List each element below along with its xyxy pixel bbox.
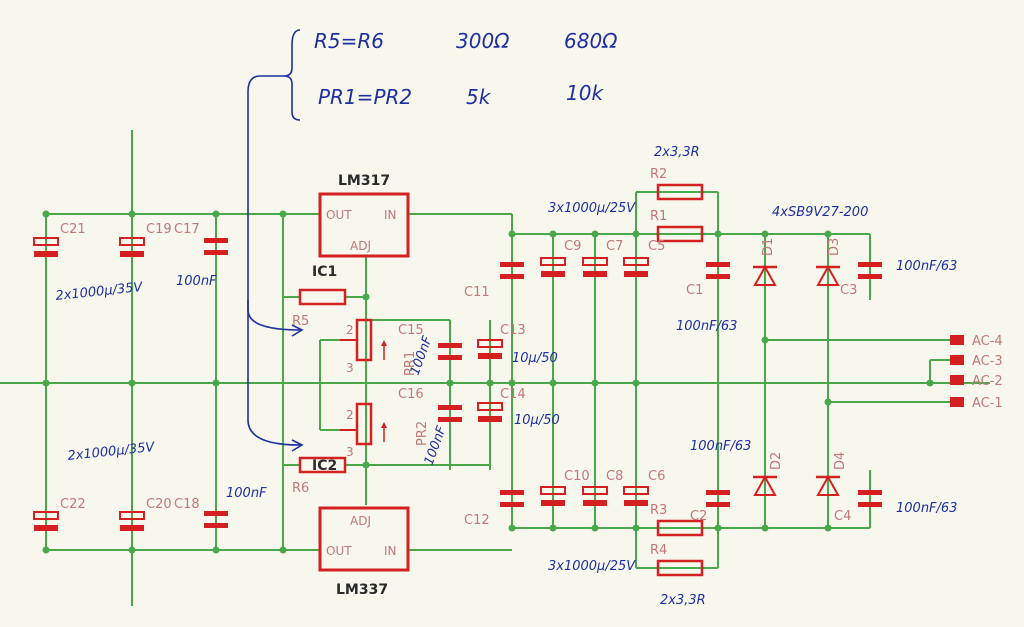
c14-label: C14: [500, 387, 526, 402]
ac-2-label: AC-2: [972, 374, 1003, 389]
arrow-head-top: [291, 324, 304, 337]
resistors: [298, 183, 704, 577]
ac-1-label: AC-1: [972, 396, 1003, 411]
pr2-label: PR2: [415, 421, 430, 446]
ic2-label: IC2: [312, 458, 337, 474]
c6-label: C6: [648, 469, 665, 484]
note-res-bottom: 2x3,3R: [660, 593, 706, 608]
brace-mark: [283, 29, 301, 121]
regulator-lm337: ADJ OUT IN LM337 IC2: [312, 458, 410, 598]
diodes: [753, 264, 840, 496]
c8-label: C8: [606, 469, 623, 484]
arrow-head-bottom: [291, 439, 304, 452]
note-pr-value-a: 5k: [466, 85, 492, 109]
handwritten-notes: R5=R6 300Ω 680Ω PR1=PR2 5k 10k 2x1000µ/3…: [55, 29, 958, 608]
d4-label: D4: [833, 452, 848, 470]
note-c14-value: 10µ/50: [514, 413, 560, 428]
pin-adj-label: ADJ: [350, 239, 371, 253]
c16-label: C16: [398, 387, 424, 402]
lm317-label: LM317: [338, 173, 390, 189]
pin-adj-label: ADJ: [350, 514, 371, 528]
ac-3-label: AC-3: [972, 354, 1003, 369]
c17-label: C17: [174, 222, 200, 237]
note-r-value-b: 680Ω: [564, 29, 618, 53]
note-diodes: 4xSB9V27-200: [772, 205, 868, 220]
pin-3-label: 3: [346, 361, 354, 375]
pin-in-label: IN: [384, 208, 397, 222]
r6-label: R6: [292, 481, 309, 496]
pin-out-label: OUT: [326, 544, 352, 558]
note-c17-value: 100nF: [176, 274, 217, 289]
c20-label: C20: [146, 497, 172, 512]
note-c18-value: 100nF: [226, 486, 267, 501]
note-c1-value: 100nF/63: [676, 319, 737, 334]
regulator-lm317: OUT IN ADJ LM317 IC1: [312, 173, 410, 280]
c22-label: C22: [60, 497, 86, 512]
r5-label: R5: [292, 314, 309, 329]
c9-label: C9: [564, 239, 581, 254]
note-c3-value: 100nF/63: [896, 259, 957, 274]
c3-label: C3: [840, 283, 857, 298]
c19-label: C19: [146, 222, 172, 237]
c15-label: C15: [398, 323, 424, 338]
c11-label: C11: [464, 285, 490, 300]
note-r5-r6: R5=R6: [314, 29, 384, 53]
d2-label: D2: [769, 452, 784, 470]
r2-label: R2: [650, 167, 667, 182]
note-c13-value: 10µ/50: [512, 351, 558, 366]
c10-label: C10: [564, 469, 590, 484]
note-res-top: 2x3,3R: [654, 145, 700, 160]
c13-label: C13: [500, 323, 526, 338]
pin-2-label: 2: [346, 323, 354, 337]
pin-in-label: IN: [384, 544, 397, 558]
c12-label: C12: [464, 513, 490, 528]
arrow-line-top: [247, 75, 301, 331]
d1-label: D1: [761, 238, 776, 256]
note-pr-value-b: 10k: [566, 81, 604, 105]
c1-label: C1: [686, 283, 703, 298]
capacitors: [33, 237, 882, 531]
ac-connectors: AC-4 AC-3 AC-2 AC-1: [950, 334, 1003, 411]
c5-label: C5: [648, 239, 665, 254]
d3-label: D3: [827, 238, 842, 256]
pin-2-label: 2: [346, 408, 354, 422]
note-caps-bottom: 3x1000µ/25V: [548, 559, 636, 574]
ac-4-label: AC-4: [972, 334, 1003, 349]
note-caps-top: 3x1000µ/25V: [548, 201, 636, 216]
c18-label: C18: [174, 497, 200, 512]
note-in-caps-bottom: 2x1000µ/35V: [67, 440, 156, 464]
pr1-label: PR1: [403, 351, 418, 376]
potentiometers: 2 3 2 3: [340, 318, 387, 459]
note-in-caps-top: 2x1000µ/35V: [55, 280, 144, 304]
ic1-label: IC1: [312, 264, 337, 280]
c4-label: C4: [834, 509, 851, 524]
pin-3-label: 3: [346, 445, 354, 459]
lm337-label: LM337: [336, 582, 388, 598]
component-labels: C21 C19 C17 C22 C20 C18 C15 C13 C16 C14 …: [60, 167, 857, 558]
note-c2-value: 100nF/63: [690, 439, 751, 454]
r4-label: R4: [650, 543, 667, 558]
r3-label: R3: [650, 503, 667, 518]
note-r-value-a: 300Ω: [456, 29, 510, 53]
pin-out-label: OUT: [326, 208, 352, 222]
c2-label: C2: [690, 509, 707, 524]
wires: [0, 130, 990, 606]
junction-nodes: [42, 210, 934, 554]
note-c4-value: 100nF/63: [896, 501, 957, 516]
r1-label: R1: [650, 209, 667, 224]
arrow-line-bottom: [247, 300, 301, 446]
c21-label: C21: [60, 222, 86, 237]
note-pr1-pr2: PR1=PR2: [318, 85, 412, 109]
c7-label: C7: [606, 239, 623, 254]
